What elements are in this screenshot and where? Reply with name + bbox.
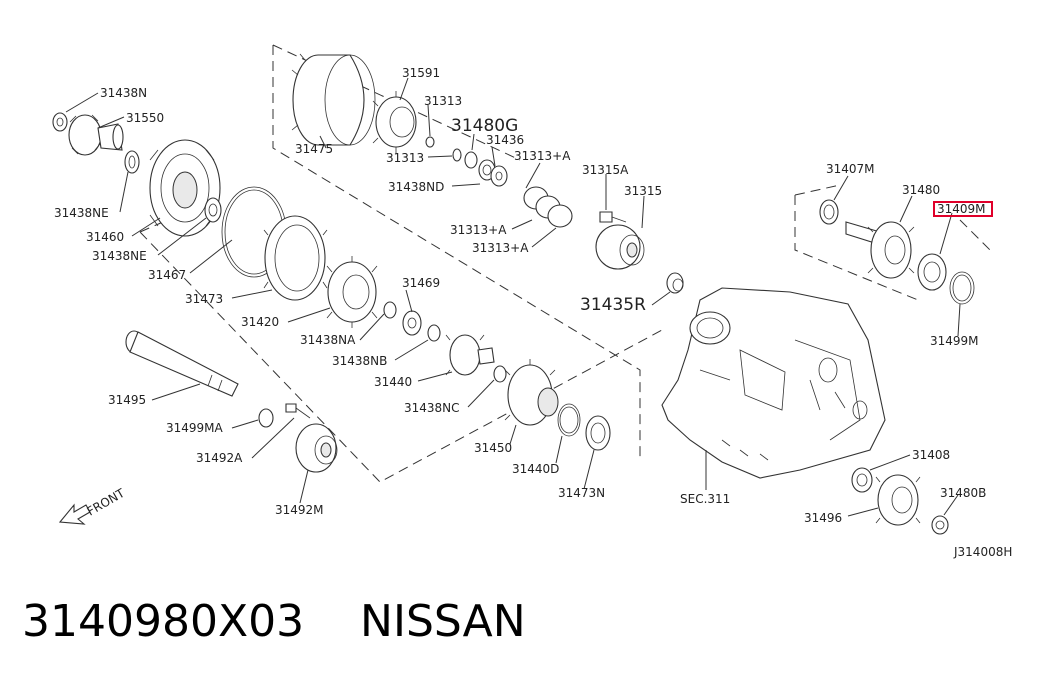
output-shaft-31480[interactable] [845, 221, 915, 279]
label-31435r[interactable]: 31435R [580, 295, 646, 315]
label-31473[interactable]: 31473 [185, 292, 223, 306]
selected-part-highlight [933, 201, 993, 217]
label-31469[interactable]: 31469 [402, 276, 440, 290]
bearing-31407m[interactable] [819, 199, 839, 225]
label-sec311[interactable]: SEC.311 [680, 492, 730, 506]
shaft-31495[interactable] [125, 330, 239, 397]
label-31492m[interactable]: 31492M [275, 503, 324, 517]
label-31480g[interactable]: 31480G [451, 116, 518, 136]
label-31499m[interactable]: 31499M [930, 334, 979, 348]
pin-31313-b[interactable] [452, 148, 462, 162]
label-31409m[interactable]: 31409M [937, 202, 986, 216]
label-31436[interactable]: 31436 [486, 133, 524, 147]
label-31315a[interactable]: 31315A [582, 163, 629, 177]
label-31550[interactable]: 31550 [126, 111, 164, 125]
gear-31440[interactable] [445, 334, 495, 376]
bearing-31438na[interactable] [383, 301, 397, 319]
label-31475[interactable]: 31475 [295, 142, 333, 156]
part-caption: 3140980X03 NISSAN [22, 596, 526, 647]
label-31591[interactable]: 31591 [402, 66, 440, 80]
label-31480[interactable]: 31480 [902, 183, 940, 197]
bearing-31438ne-upper[interactable] [124, 150, 140, 174]
label-31496[interactable]: 31496 [804, 511, 842, 525]
snap-ring-31499m[interactable] [949, 271, 975, 305]
gear-31496[interactable] [875, 474, 921, 526]
bearing-31438nb[interactable] [427, 324, 441, 342]
label-31313a-top[interactable]: 31313+A [514, 149, 571, 163]
washer-31436[interactable] [490, 165, 508, 187]
label-31313-a[interactable]: 31313 [424, 94, 462, 108]
label-31313a-mid[interactable]: 31313+A [450, 223, 507, 237]
gear-31591[interactable] [372, 91, 417, 153]
label-31407m[interactable]: 31407M [826, 162, 875, 176]
label-31438nb[interactable]: 31438NB [332, 354, 387, 368]
bearing-31409m[interactable] [917, 253, 947, 291]
label-31460[interactable]: 31460 [86, 230, 124, 244]
bolt-31315a[interactable] [599, 211, 627, 223]
label-31499ma[interactable]: 31499MA [166, 421, 224, 435]
label-31313a-bot[interactable]: 31313+A [472, 241, 529, 255]
label-front: FRONT [85, 486, 128, 519]
label-31438n[interactable]: 31438N [100, 86, 147, 100]
label-31420[interactable]: 31420 [241, 315, 279, 329]
washer-31438n[interactable] [52, 112, 68, 132]
label-31438ne[interactable]: 31438NE [54, 206, 109, 220]
gear-31420[interactable] [326, 256, 378, 328]
label-31480b[interactable]: 31480B [940, 486, 986, 500]
label-31492a[interactable]: 31492A [196, 451, 243, 465]
transfer-case-housing-sec311[interactable] [661, 287, 886, 479]
brand-name: NISSAN [360, 596, 526, 647]
label-31467[interactable]: 31467 [148, 268, 186, 282]
bolt-31492a[interactable] [285, 403, 311, 419]
flange-31315[interactable] [595, 224, 645, 270]
label-31438nd[interactable]: 31438ND [388, 180, 444, 194]
gear-31550[interactable] [68, 114, 124, 156]
label-31313-b[interactable]: 31313 [386, 151, 424, 165]
bearing-31473n[interactable] [585, 415, 611, 451]
label-31473n[interactable]: 31473N [558, 486, 605, 500]
label-31440[interactable]: 31440 [374, 375, 412, 389]
group-frame-lower [139, 211, 663, 483]
flange-31492m[interactable] [295, 423, 338, 473]
pin-31313-a[interactable] [425, 136, 435, 148]
gear-31450[interactable] [504, 359, 559, 426]
gear-31469[interactable] [402, 310, 422, 336]
seal-31499ma[interactable] [258, 408, 274, 428]
label-31438ne-b[interactable]: 31438NE [92, 249, 147, 263]
bearing-31438ne-lower[interactable] [204, 197, 222, 223]
label-31440d[interactable]: 31440D [512, 462, 559, 476]
label-31438na[interactable]: 31438NA [300, 333, 356, 347]
bearing-31408[interactable] [851, 467, 873, 493]
nut-31480b[interactable] [931, 515, 949, 535]
carrier-31460[interactable] [149, 139, 221, 237]
caption-spacer [304, 596, 360, 647]
label-31438nc[interactable]: 31438NC [404, 401, 460, 415]
part-number: 3140980X03 [22, 596, 305, 647]
shims-31313a[interactable] [523, 186, 573, 228]
label-31315[interactable]: 31315 [624, 184, 662, 198]
bearing-31438nc[interactable] [493, 365, 507, 383]
ring-gear-31473[interactable] [263, 215, 328, 301]
label-31408[interactable]: 31408 [912, 448, 950, 462]
front-arrow-icon [58, 503, 91, 525]
snap-ring-31440d[interactable] [557, 403, 581, 437]
label-31495[interactable]: 31495 [108, 393, 146, 407]
bearing-31435r[interactable] [666, 272, 684, 294]
washer-31480g[interactable] [464, 151, 478, 169]
group-frame-right [794, 184, 991, 301]
leader-lines [65, 77, 961, 517]
ring-31475[interactable] [291, 53, 376, 146]
label-31450[interactable]: 31450 [474, 441, 512, 455]
label-diagram-ref: J314008H [953, 545, 1012, 559]
